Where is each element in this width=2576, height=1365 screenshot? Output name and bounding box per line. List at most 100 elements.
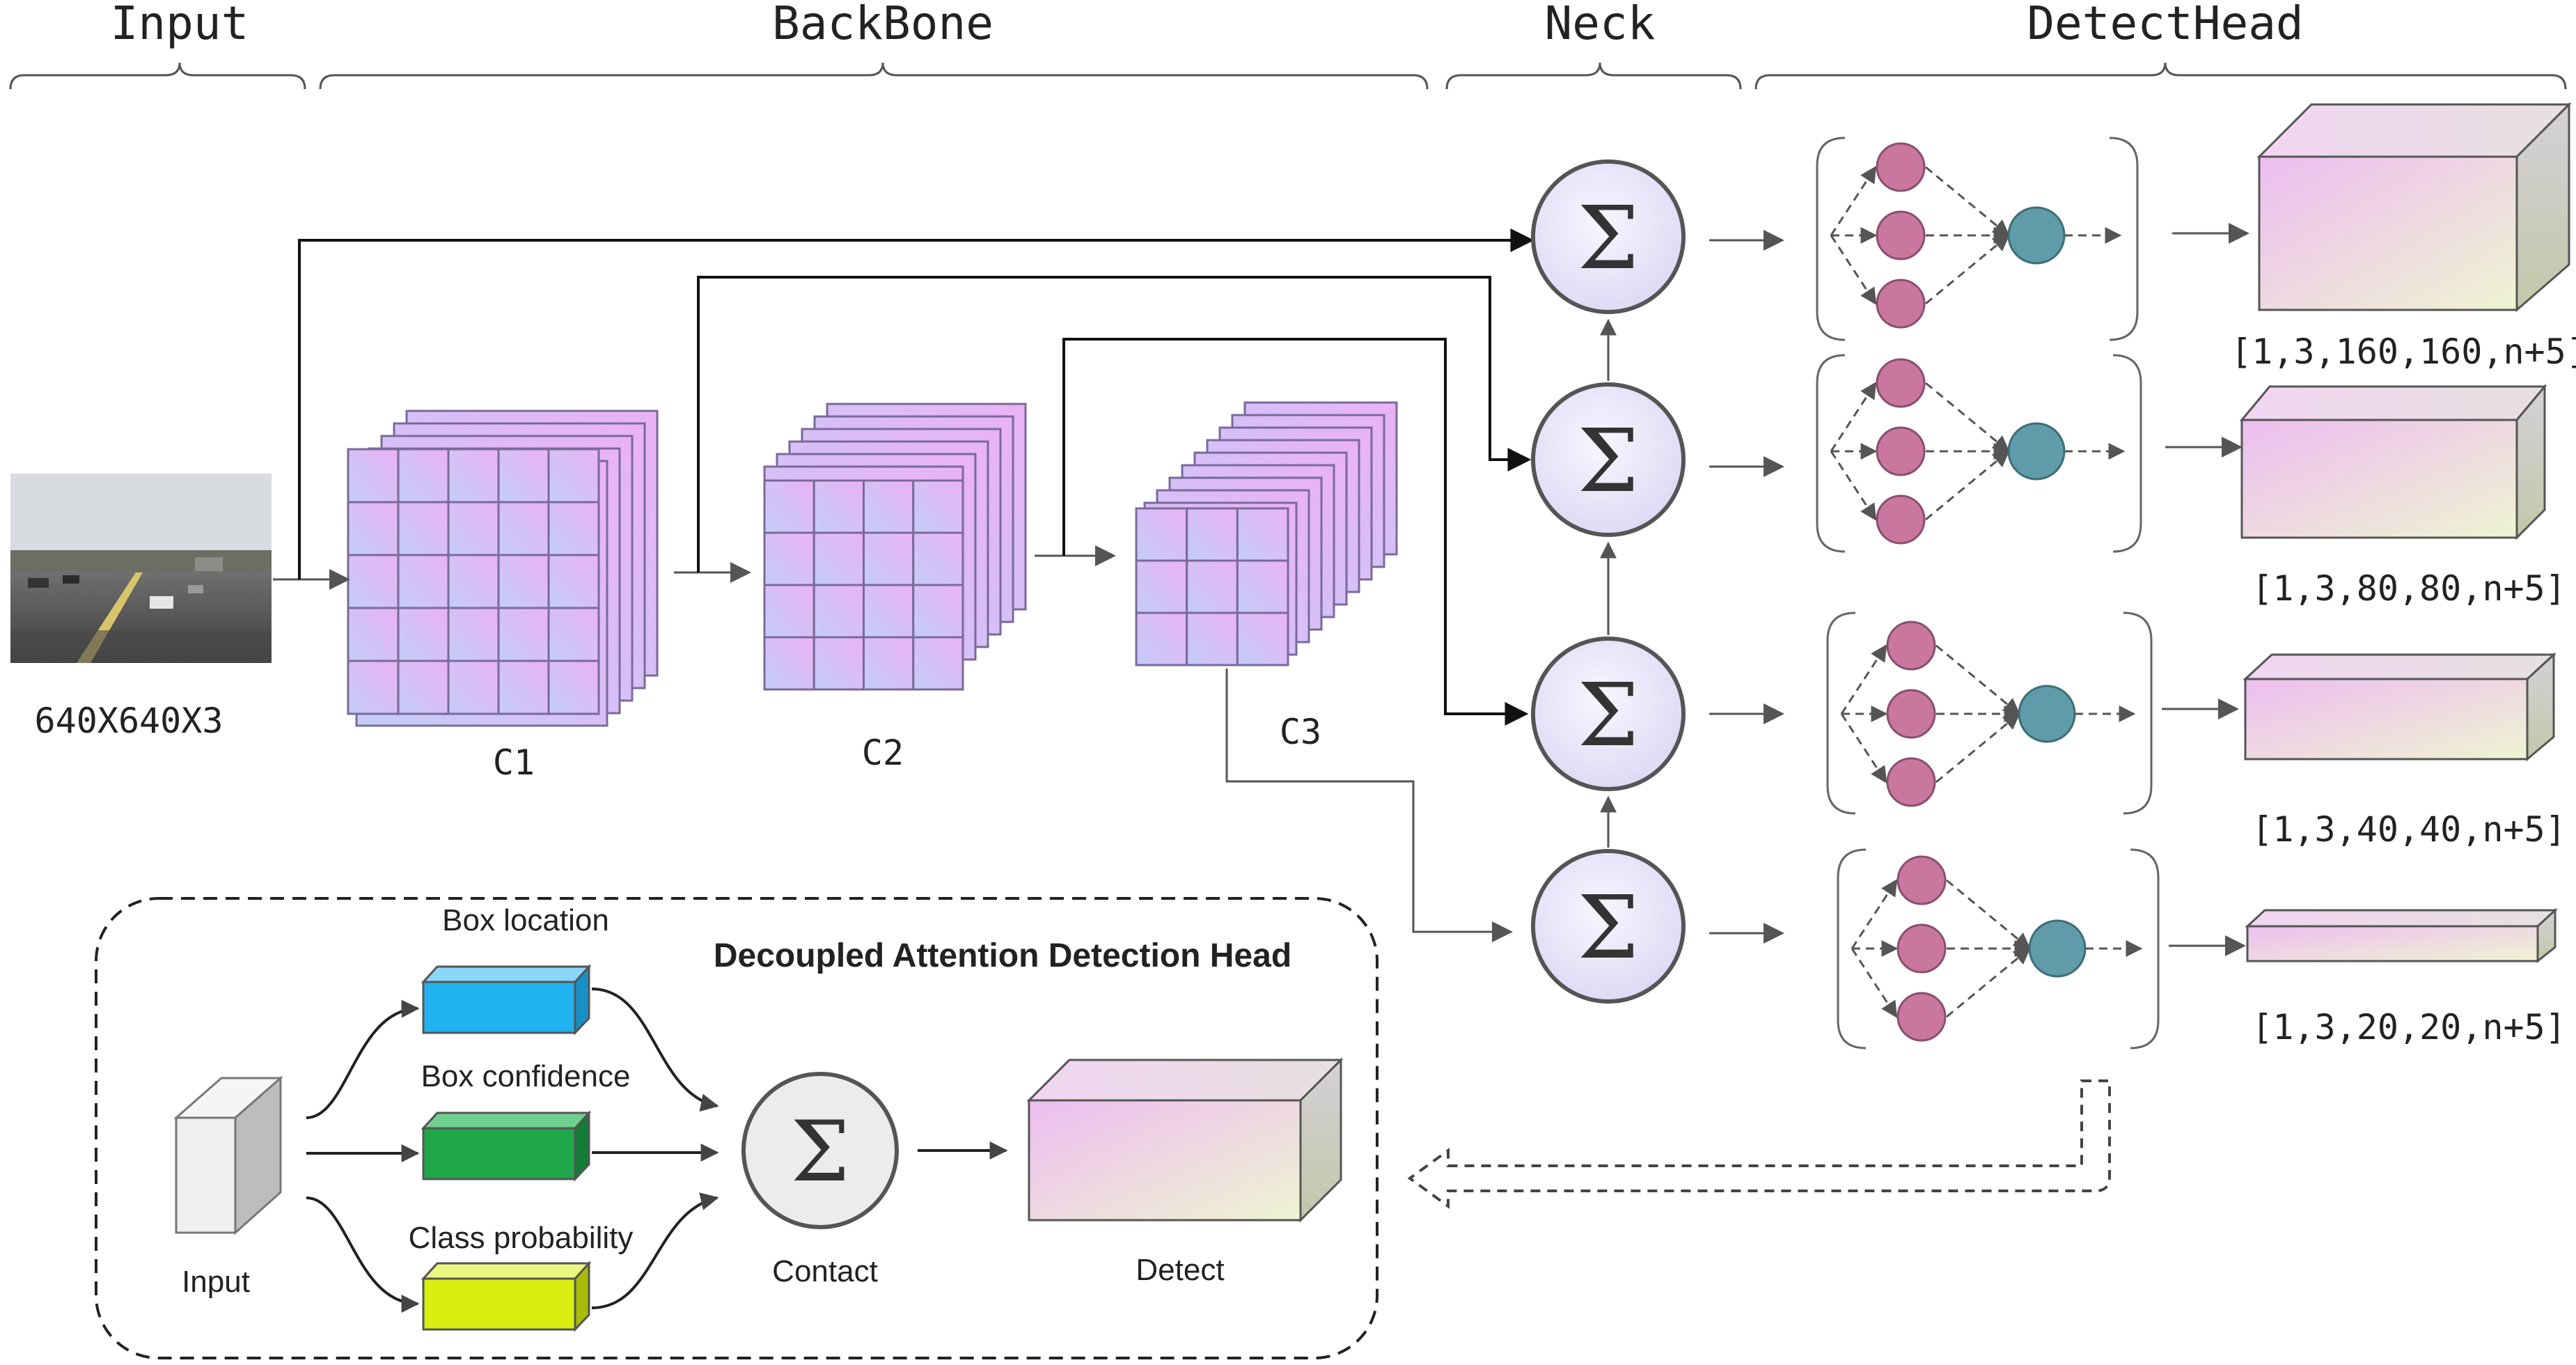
feature-cell [812, 479, 865, 534]
box-location-label: Box location [442, 903, 609, 937]
dashed-return-arrow [1407, 1079, 2111, 1209]
feature-cell [447, 660, 500, 715]
svg-text:Σ: Σ [1578, 665, 1639, 766]
neuron-teal [2007, 206, 2066, 265]
feature-cell [447, 501, 500, 556]
output-cuboid-1 [2256, 102, 2572, 313]
skip-c3-to-neck4 [1225, 669, 1513, 942]
feature-cell [347, 554, 400, 609]
head-input-label: Input [182, 1265, 250, 1299]
neck-sum-node-2: Σ [1531, 382, 1686, 537]
skip-input-to-neck1 [298, 228, 1534, 579]
neuron-pink [1896, 923, 1947, 974]
feature-map-c2 [763, 403, 1027, 691]
neuron-pink [1876, 142, 1926, 192]
feature-cell [1236, 507, 1289, 562]
feature-cell [912, 479, 964, 534]
feature-cell [763, 584, 815, 639]
neck-sum-node-1: Σ [1531, 159, 1686, 314]
feature-cell [497, 448, 550, 504]
head-neuron-group-4 [1837, 848, 2160, 1050]
feature-cell [547, 660, 600, 715]
feature-cell [447, 554, 500, 609]
feature-cell [497, 607, 550, 662]
feature-cell [1236, 559, 1289, 614]
svg-text:Σ: Σ [1578, 878, 1639, 978]
brace-neck [1445, 62, 1742, 90]
output-cuboid-3 [2243, 652, 2557, 762]
feature-cell [763, 531, 815, 586]
class-probability-label: Class probability [409, 1221, 634, 1255]
neuron-pink [1886, 757, 1936, 807]
feature-cell [1135, 611, 1188, 666]
feature-cell [547, 607, 600, 662]
feature-cell [763, 636, 815, 691]
neuron-pink [1876, 426, 1926, 476]
feature-cell [863, 584, 915, 639]
output-tensors [2239, 102, 2572, 964]
stage-braces [9, 62, 2567, 90]
branch-arrows [306, 988, 719, 1313]
contact-sum-node: Σ [741, 1072, 899, 1229]
output-cuboid-4 [2245, 907, 2558, 964]
feature-cell [347, 607, 400, 662]
feature-cell [812, 636, 865, 691]
stage-input-label: Input [111, 0, 249, 50]
neuron-teal [2007, 422, 2066, 481]
backbone-flow-arrows [273, 545, 1116, 590]
feature-cell [547, 554, 600, 609]
neuron-teal [2028, 919, 2087, 978]
neuron-pink [1876, 358, 1926, 408]
input-dimension-label: 640X640X3 [35, 701, 223, 741]
class-probability-bar [421, 1261, 592, 1332]
feature-cell [1186, 507, 1239, 562]
feature-cell [347, 501, 400, 556]
neuron-pink [1876, 279, 1926, 329]
feature-cell [1135, 559, 1188, 614]
head-neuron-group-3 [1826, 611, 2153, 815]
brace-input [9, 62, 306, 90]
output-dim-1: [1,3,160,160,n+5] [2231, 332, 2576, 372]
output-dim-3: [1,3,40,40,n+5] [2252, 809, 2566, 850]
feature-cell [863, 531, 915, 586]
c3-label: C3 [1280, 712, 1321, 752]
stage-detecthead-label: DetectHead [2027, 0, 2303, 50]
feature-cell [497, 501, 550, 556]
feature-cell [447, 607, 500, 662]
neuron-pink [1886, 689, 1936, 739]
feature-map-c3 [1135, 401, 1398, 666]
input-road-image [10, 474, 272, 663]
neuron-pink [1896, 992, 1947, 1042]
detect-head-neuron-groups [1816, 136, 2160, 1050]
c2-label: C2 [862, 733, 904, 773]
feature-cell [812, 531, 865, 586]
feature-cell [812, 584, 865, 639]
box-confidence-label: Box confidence [421, 1059, 631, 1093]
feature-cell [1186, 559, 1239, 614]
feature-cell [497, 660, 550, 715]
output-cuboid-2 [2239, 383, 2547, 540]
neuron-teal [2018, 685, 2076, 743]
head-neuron-group-1 [1816, 136, 2139, 341]
output-dim-4: [1,3,20,20,n+5] [2252, 1007, 2566, 1047]
svg-text:Σ: Σ [1578, 188, 1639, 289]
feature-cell [863, 479, 915, 534]
stage-neck-label: Neck [1545, 0, 1656, 50]
neck-sum-node-4: Σ [1531, 849, 1686, 1004]
feature-cell [912, 636, 964, 691]
detect-label: Detect [1136, 1253, 1224, 1287]
head-input-cuboid [173, 1075, 283, 1235]
stage-backbone-label: BackBone [772, 0, 994, 50]
feature-map-c1 [347, 410, 659, 727]
feature-cell [912, 584, 964, 639]
box-confidence-bar [421, 1110, 592, 1182]
neck-sum-nodes: Σ Σ Σ Σ [1531, 159, 1686, 1004]
neuron-pink [1896, 855, 1947, 905]
feature-cell [397, 448, 450, 504]
decoupled-head-panel: Decoupled Attention Detection Head Input… [95, 897, 1379, 1359]
feature-cell [1236, 611, 1289, 666]
skip-c2-to-neck3 [1062, 338, 1529, 726]
feature-cell [863, 636, 915, 691]
neck-sum-node-3: Σ [1531, 637, 1686, 791]
